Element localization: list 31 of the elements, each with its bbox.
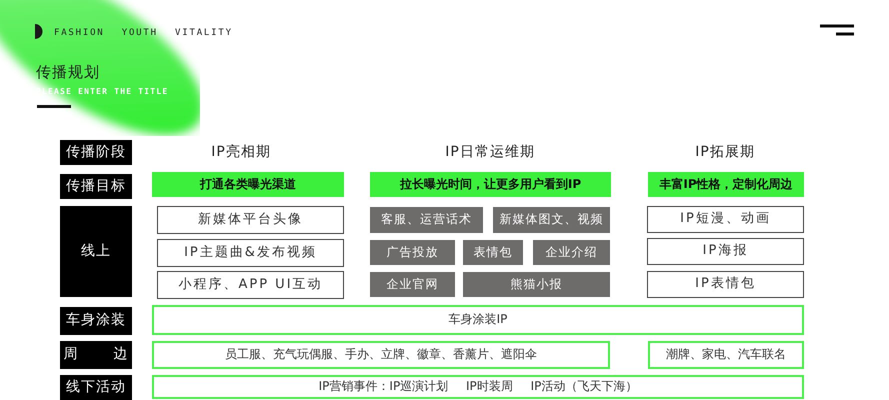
goal-bar: 拉长曝光时间，让更多用户看到IP (370, 172, 611, 197)
column-heading: IP亮相期 (211, 144, 271, 160)
row-header-box: 周 边 (60, 341, 132, 369)
item-box: IP表情包 (647, 271, 804, 298)
item-tile: 企业介绍 (533, 240, 610, 265)
column-heading: IP拓展期 (695, 144, 755, 160)
row-header-box: 传播目标 (60, 174, 132, 199)
row-header-box: 线上 (60, 206, 132, 297)
row-header-box: 线下活动 (60, 375, 132, 400)
channel-box: 员工服、充气玩偶服、手办、立牌、徽章、香薰片、遮阳伞 (152, 341, 610, 369)
item-tile: 客服、运营话术 (370, 207, 483, 233)
item-box: IP主题曲&发布视频 (157, 239, 344, 267)
item-tile: 新媒体图文、视频 (493, 207, 610, 233)
goal-bar: 打通各类曝光渠道 (152, 172, 344, 197)
row-header-box: 传播阶段 (60, 140, 132, 165)
row-header-box: 车身涂装 (60, 307, 132, 335)
item-box: IP海报 (647, 238, 804, 265)
item-tile: 表情包 (463, 240, 523, 265)
channel-box: IP营销事件：IP巡演计划 IP时装周 IP活动（飞天下海） (152, 375, 804, 399)
item-box: IP短漫、动画 (647, 206, 804, 233)
item-tile: 广告投放 (370, 240, 455, 265)
channel-box: 车身涂装IP (152, 305, 804, 335)
section-title: 传播规划 (36, 64, 100, 82)
item-tile: 企业官网 (370, 272, 455, 297)
column-heading: IP日常运维期 (445, 144, 535, 160)
tagline: FASHION YOUTH VITALITY (54, 28, 233, 38)
item-box: 新媒体平台头像 (157, 206, 344, 234)
item-box: 小程序、APP UI互动 (157, 271, 344, 299)
goal-bar: 丰富IP性格，定制化周边 (648, 172, 804, 197)
item-tile: 熊猫小报 (463, 272, 610, 297)
channel-box: 潮牌、家电、汽车联名 (648, 341, 804, 369)
